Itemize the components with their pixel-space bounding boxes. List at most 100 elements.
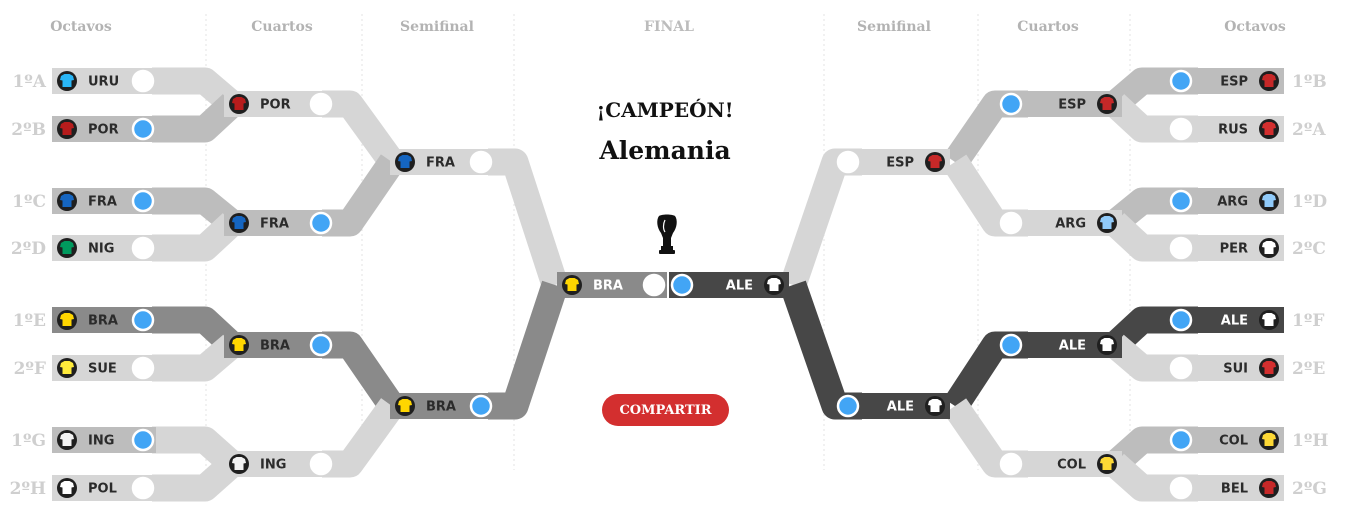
pick-circle[interactable] [999,452,1023,476]
left-semifinal-slot[interactable]: FRA [390,149,494,175]
pick-circle[interactable] [642,273,666,297]
team-code: ESP [1220,75,1248,90]
team-kit-icon [1259,430,1279,450]
right-semifinal-slot[interactable]: ALE [835,393,950,419]
shirt-shape [1262,481,1276,494]
team-kit-icon [925,152,945,172]
shirt-shape [398,399,412,412]
shirt-shape [1262,313,1276,326]
right-cuartos-slot[interactable]: ESP [998,91,1122,117]
right-cuartos-slot[interactable]: ARG [998,210,1122,236]
left-cuartos-slot[interactable]: BRA [224,332,334,358]
pick-circle[interactable] [309,452,333,476]
pick-circle[interactable] [469,150,493,174]
right-cuartos-slot[interactable]: ALE [998,332,1122,358]
lane [488,148,568,290]
pick-circle[interactable] [1169,69,1193,93]
shirt-shape [60,241,74,254]
shirt-shape [60,122,74,135]
pick-circle[interactable] [309,211,333,235]
left-octavos-slot[interactable]: SUE 2ºF [14,355,156,381]
pick-circle[interactable] [999,92,1023,116]
team-kit-icon [1259,71,1279,91]
team-code: COL [1057,458,1086,473]
left-cuartos-slot[interactable]: ING [224,451,334,477]
pick-circle[interactable] [836,150,860,174]
pick-circle[interactable] [131,428,155,452]
share-button[interactable]: COMPARTIR [602,394,729,426]
pick-circle[interactable] [670,273,694,297]
group-seed: 2ºG [1292,479,1327,499]
team-code: PER [1220,242,1248,257]
left-cuartos-slot[interactable]: POR [224,91,334,117]
pick-circle[interactable] [131,476,155,500]
pick-circle[interactable] [131,236,155,260]
team-kit-icon [1097,94,1117,114]
team-kit-icon [925,396,945,416]
pick-circle[interactable] [1169,476,1193,500]
pick-circle[interactable] [309,333,333,357]
team-code: SUE [88,362,117,377]
pick-circle[interactable] [131,308,155,332]
pick-circle[interactable] [836,394,860,418]
lane [780,280,862,420]
pick-circle[interactable] [131,356,155,380]
left-semifinal-slot[interactable]: BRA [390,393,494,419]
team-code: COL [1219,434,1248,449]
shirt-shape [1100,216,1114,229]
pick-circle[interactable] [131,189,155,213]
left-cuartos-slot[interactable]: FRA [224,210,334,236]
shirt-shape [60,313,74,326]
pick-circle[interactable] [999,333,1023,357]
team-code: BRA [260,339,290,354]
pick-circle[interactable] [1169,189,1193,213]
pick-circle[interactable] [131,117,155,141]
team-kit-icon [57,191,77,211]
pick-circle[interactable] [1169,117,1193,141]
round-label-left-semifinal: Semifinal [400,19,474,35]
team-code: ESP [1058,98,1086,113]
pick-circle[interactable] [1169,236,1193,260]
pick-circle[interactable] [999,211,1023,235]
group-seed: 2ºF [14,359,46,379]
pick-circle[interactable] [1169,308,1193,332]
team-code: POR [260,98,291,113]
round-label-left-octavos: Octavos [50,19,112,35]
pick-circle[interactable] [309,92,333,116]
right-cuartos-slot[interactable]: COL [998,451,1122,477]
right-octavos-slot[interactable]: BEL 2ºG [1168,475,1327,501]
lane [152,94,242,143]
right-semifinal-slot[interactable]: ESP [835,149,950,175]
final-slot-right[interactable]: ALE [669,272,789,298]
pick-circle[interactable] [469,394,493,418]
shirt-shape [232,338,246,351]
shirt-shape [1100,338,1114,351]
shirt-shape [565,278,579,291]
pick-circle[interactable] [131,69,155,93]
team-code: BEL [1221,482,1248,497]
lane [152,213,242,262]
pick-circle[interactable] [1169,356,1193,380]
shirt-shape [60,74,74,87]
shirt-shape [1262,361,1276,374]
team-code: RUS [1218,123,1248,138]
lane [152,334,241,382]
pick-circle[interactable] [1169,428,1193,452]
final-slot-left[interactable]: BRA [557,272,667,298]
